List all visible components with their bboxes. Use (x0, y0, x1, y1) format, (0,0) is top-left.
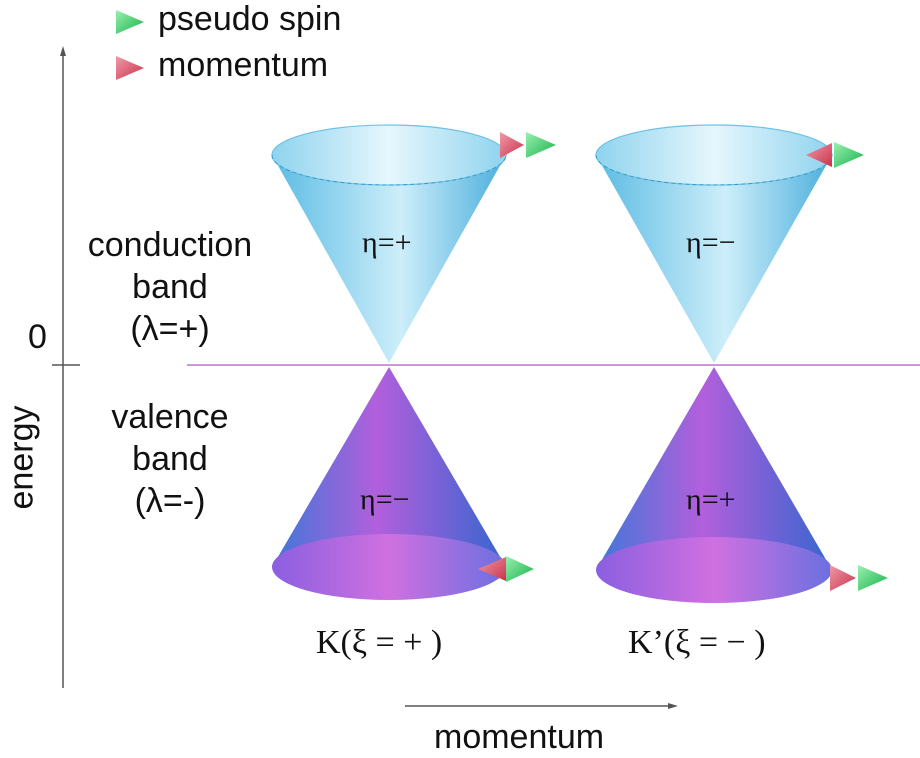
k-conduction-cone (272, 155, 506, 363)
valence-band-line2: band (132, 440, 208, 478)
valence-band-line3: (λ=-) (134, 482, 206, 520)
pseudo-spin-arrow-icon (834, 142, 864, 168)
pseudo-spin-arrow-icon (526, 132, 556, 158)
kprime-upper-eta-label: η=− (686, 226, 736, 259)
kprime-valley-label: K’(ξ = − ) (628, 624, 766, 661)
momentum-arrow-icon (478, 557, 506, 581)
kprime-upper-arrow-pair (806, 142, 864, 168)
kprime-lower-eta-label: η=+ (686, 483, 736, 516)
energy-axis-label: energy (2, 405, 41, 510)
zero-label: 0 (28, 318, 47, 356)
valence-band-line1: valence (111, 398, 229, 436)
k-lower-eta-label: η=− (360, 483, 410, 516)
pseudo-spin-legend-icon (116, 10, 144, 34)
k-valley-label: K(ξ = + ) (316, 624, 443, 661)
conduction-band-line1: conduction (87, 226, 253, 264)
k-lower-arrow-pair (478, 556, 534, 582)
k-valley-cone (271, 124, 507, 600)
kprime-conduction-rim-dashed (595, 154, 833, 186)
k-upper-arrow-pair (500, 132, 556, 158)
legend-momentum-label: momentum (158, 46, 329, 84)
kprime-valence-cone (596, 367, 832, 570)
pseudo-spin-arrow-icon (506, 556, 534, 582)
pseudo-spin-arrow-icon (858, 565, 888, 591)
kprime-valence-bottom (596, 537, 832, 603)
conduction-band-label: conduction band (λ=+) (60, 224, 280, 350)
momentum-legend-icon (116, 56, 144, 80)
k-valence-bottom (272, 534, 506, 600)
legend-pseudo-spin-label: pseudo spin (158, 0, 342, 38)
k-valence-cone (272, 367, 506, 567)
k-conduction-rim-dashed (271, 154, 507, 186)
conduction-band-line3: (λ=+) (130, 310, 210, 348)
momentum-arrow-icon (806, 143, 832, 167)
momentum-arrow-icon (500, 132, 524, 158)
valence-band-label: valence band (λ=-) (60, 396, 280, 522)
energy-axis-arrowhead (60, 46, 66, 56)
kprime-lower-arrow-pair (830, 565, 888, 591)
momentum-axis-arrowhead (668, 703, 678, 709)
conduction-band-line2: band (132, 268, 208, 306)
momentum-axis-label: momentum (434, 718, 605, 756)
kprime-conduction-cone (596, 155, 832, 363)
k-upper-eta-label: η=+ (362, 226, 412, 259)
momentum-arrow-icon (830, 565, 856, 591)
